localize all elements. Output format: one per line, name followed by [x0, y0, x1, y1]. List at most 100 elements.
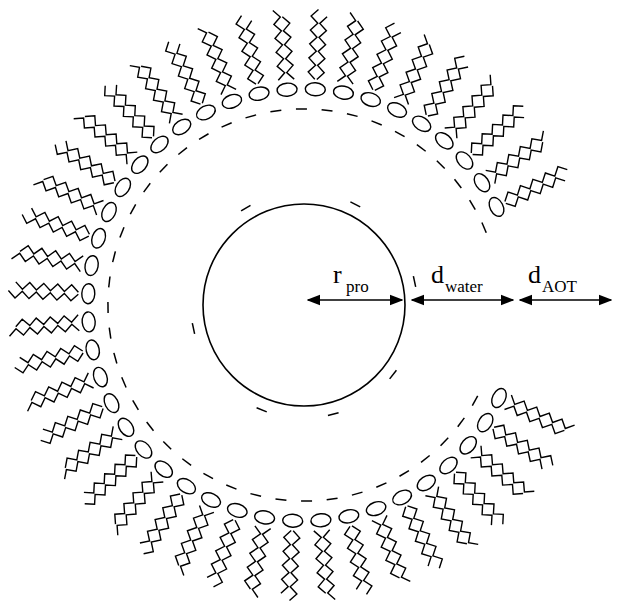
head-group	[91, 366, 110, 389]
charge-minus	[178, 148, 187, 155]
hydrocarbon-tail	[140, 494, 180, 543]
hydrocarbon-tail	[308, 9, 318, 79]
hydrocarbon-tail	[495, 142, 543, 184]
head-group	[101, 391, 122, 415]
charge-minus	[270, 110, 281, 112]
hydrocarbon-tail	[252, 529, 270, 598]
hydrocarbon-tail	[115, 472, 152, 524]
head-group	[128, 153, 151, 177]
head-group	[432, 129, 456, 152]
aot-thickness-symbol: d	[528, 262, 541, 288]
aot-subscript: AOT	[542, 278, 577, 295]
head-group	[365, 499, 388, 518]
hydrocarbon-tail	[345, 526, 362, 589]
hydrocarbon-tail	[207, 520, 233, 578]
charge-minus	[113, 251, 116, 262]
charge-minus	[109, 328, 111, 339]
charge-minus	[372, 121, 382, 125]
hydrocarbon-tail	[55, 145, 114, 185]
hydrocarbon-tail	[246, 21, 263, 84]
charge-minus	[107, 302, 109, 313]
hydrocarbon-tail	[8, 291, 78, 301]
hydrocarbon-tail	[16, 315, 78, 327]
hydrocarbon-tail	[33, 182, 96, 215]
head-group	[248, 85, 270, 102]
protein-circle	[203, 204, 405, 406]
hydrocarbon-tail	[20, 246, 83, 262]
hydrocarbon-tail	[494, 425, 553, 465]
head-group	[115, 415, 137, 439]
hydrocarbon-tail	[84, 455, 135, 493]
hydrocarbon-tail	[44, 176, 104, 203]
head-group	[84, 339, 101, 361]
surfactant-layer	[8, 9, 574, 600]
hydrocarbon-tail	[347, 21, 363, 84]
charge-minus	[417, 145, 426, 152]
hydrocarbon-tail	[290, 531, 300, 601]
water-subscript: water	[445, 278, 483, 295]
hydrocarbon-tail	[486, 131, 544, 172]
hydrocarbon-tail	[282, 17, 294, 79]
head-group	[174, 475, 198, 497]
charge-minus	[109, 277, 110, 288]
hydrocarbon-tail	[454, 474, 492, 525]
hydrocarbon-tail	[511, 395, 574, 428]
radius-arrow	[308, 299, 402, 301]
charge-minus	[203, 473, 213, 478]
hydrocarbon-tail	[425, 496, 467, 544]
charge-minus	[350, 202, 360, 207]
head-group	[99, 200, 119, 224]
charge-minus	[441, 438, 449, 446]
hydrocarbon-tail	[394, 34, 427, 97]
hydrocarbon-tail	[28, 384, 94, 412]
hydrocarbon-tail	[41, 409, 103, 444]
head-group	[81, 311, 96, 332]
head-group	[332, 84, 354, 100]
hydrocarbon-tail	[85, 457, 137, 504]
hydrocarbon-tail	[181, 512, 214, 575]
charge-minus	[114, 353, 117, 364]
hydrocarbon-tail	[12, 253, 81, 271]
head-group	[453, 149, 476, 173]
charge-minus	[182, 459, 191, 466]
head-group	[83, 255, 99, 277]
head-group	[489, 386, 509, 410]
head-group	[474, 411, 496, 435]
hydrocarbon-tail	[471, 106, 523, 153]
charge-minus	[327, 498, 338, 500]
charge-minus	[226, 485, 236, 489]
head-group	[170, 116, 194, 138]
hydrocarbon-tail	[337, 13, 355, 82]
hydrocarbon-tail	[105, 86, 152, 138]
hydrocarbon-tail	[456, 86, 493, 138]
hydrocarbon-tail	[428, 67, 468, 116]
charge-minus	[144, 183, 151, 192]
head-group	[305, 82, 326, 96]
head-group	[152, 458, 176, 481]
charge-minus	[437, 161, 445, 169]
radius-symbol: r	[333, 262, 342, 288]
hydrocarbon-tail	[314, 531, 326, 593]
hydrocarbon-tail	[437, 487, 478, 545]
charge-minus	[470, 200, 476, 209]
hydrocarbon-tail	[473, 117, 524, 155]
hydrocarbon-tail	[130, 66, 171, 124]
head-group	[338, 508, 360, 525]
hydrocarbon-tail	[505, 167, 567, 202]
hydrocarbon-tail	[175, 506, 202, 566]
charge-minus	[276, 499, 287, 500]
hydrocarbon-tail	[177, 44, 205, 103]
charge-minus	[482, 223, 486, 233]
charge-minus	[163, 442, 171, 450]
hydrocarbon-tail	[166, 42, 201, 104]
head-group	[226, 501, 249, 520]
charge-minus	[160, 164, 168, 172]
hydrocarbon-tail	[456, 472, 503, 524]
hydrocarbon-tail	[144, 495, 184, 554]
charge-minus	[257, 408, 267, 412]
head-group	[81, 283, 95, 304]
hydrocarbon-tail	[245, 526, 261, 589]
charge-minus	[322, 110, 333, 111]
head-group	[310, 513, 331, 528]
charge-minus	[296, 108, 307, 110]
